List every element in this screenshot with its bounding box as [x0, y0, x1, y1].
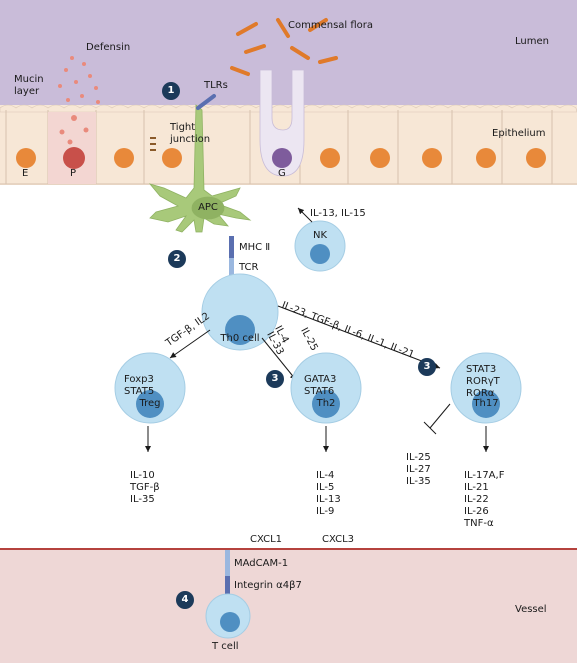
integrin-molecule	[225, 576, 230, 594]
output-arrows	[145, 426, 489, 452]
nk-cytokines: IL-13, IL-15	[310, 208, 366, 219]
lumen-label: Lumen	[515, 36, 549, 47]
tight-junction	[150, 137, 156, 151]
step-badge-3-th17: 3	[418, 358, 436, 376]
vessel-label: Vessel	[515, 604, 547, 615]
th17-outputs: IL-17A,F IL-21 IL-22 IL-26 TNF-α	[464, 470, 505, 529]
epithelial-nuclei	[16, 148, 546, 168]
goblet-nucleus	[272, 148, 292, 168]
th17-label: Th17	[473, 398, 499, 409]
treg-transcription-factors: Foxp3 STAT5	[124, 374, 155, 397]
lumen-region	[0, 0, 577, 108]
th17-cell	[450, 352, 522, 424]
tight-junction-label: Tight junction	[170, 122, 211, 145]
differentiation-arrows	[169, 305, 441, 381]
mhc-ii-molecule	[229, 236, 234, 258]
defensin-granules	[58, 56, 100, 145]
integrin-label: Integrin α4β7	[234, 580, 302, 591]
apc-label: APC	[198, 202, 218, 213]
treg-label: Treg	[139, 398, 161, 409]
th2-cell	[290, 352, 362, 424]
paneth-label: P	[70, 168, 77, 179]
th17-inhibition	[423, 403, 451, 435]
treg-cell	[114, 352, 186, 424]
defensin-label: Defensin	[86, 42, 131, 53]
th0-label: Th0 cell	[220, 333, 260, 344]
th17-inhibitors: IL-25 IL-27 IL-35	[406, 452, 431, 487]
step-badge-4: 4	[176, 591, 194, 609]
tlr-receptor	[196, 94, 216, 110]
goblet-label: G	[278, 168, 286, 179]
madcam-molecule	[225, 550, 230, 576]
cxcl1-label: CXCL1	[250, 534, 283, 545]
mucin-layer-label: Mucin layer	[14, 74, 44, 97]
commensal-flora-label: Commensal flora	[288, 20, 374, 31]
th17-transcription-factors: STAT3 RORγT RORα	[466, 364, 500, 399]
epithelium-label: Epithelium	[492, 128, 546, 139]
step-badge-1: 1	[162, 82, 180, 100]
step-badge-3-th2: 3	[266, 370, 284, 388]
tcr-molecule	[229, 258, 234, 278]
tcr-label: TCR	[239, 262, 259, 273]
nk-cell	[294, 220, 346, 272]
t-cell	[205, 593, 251, 639]
mhc-ii-label: MHC Ⅱ	[239, 242, 271, 253]
commensal-bacteria	[230, 18, 338, 76]
th0-cell	[201, 273, 279, 351]
vessel-region	[0, 549, 577, 663]
th2-outputs: IL-4 IL-5 IL-13 IL-9	[316, 470, 341, 517]
treg-outputs: IL-10 TGF-β IL-35	[130, 470, 160, 505]
goblet-cell	[259, 69, 305, 177]
t-cell-label: T cell	[212, 641, 239, 652]
dendritic-cell	[148, 104, 252, 233]
nk-arrow	[297, 207, 313, 223]
th2-transcription-factors: GATA3 STAT6	[304, 374, 337, 397]
tlrs-label: TLRs	[204, 80, 228, 91]
nk-label: NK	[312, 230, 328, 241]
step-badge-2: 2	[168, 250, 186, 268]
madcam-label: MAdCAM-1	[234, 558, 289, 569]
th2-label: Th2	[316, 398, 336, 409]
paneth-nucleus	[63, 147, 85, 169]
cxcl3-label: CXCL3	[322, 534, 355, 545]
enterocyte-label: E	[22, 168, 29, 179]
